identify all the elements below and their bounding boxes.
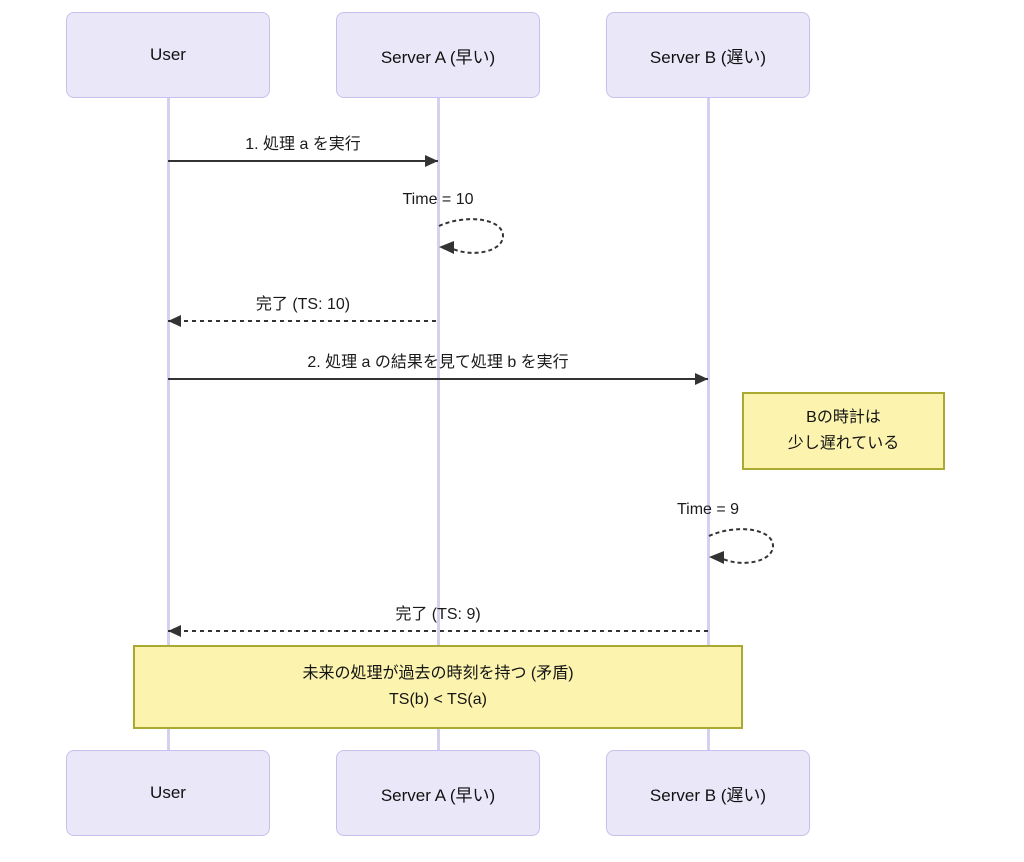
actor-box-user-top: User — [66, 12, 270, 98]
arrowhead-left-icon — [168, 315, 181, 327]
message-3-arrow — [168, 373, 708, 385]
arrowhead-left-icon — [439, 241, 454, 254]
arrowhead-right-icon — [695, 373, 708, 385]
actor-box-server-a-top: Server A (早い) — [336, 12, 540, 98]
actor-box-server-b-bottom: Server B (遅い) — [606, 750, 810, 836]
message-1-label: 1. 処理 a を実行 — [245, 136, 361, 153]
actor-label-server-b: Server B (遅い) — [649, 785, 767, 805]
lifeline-server-b — [707, 98, 710, 750]
note-contradiction: 未来の処理が過去の時刻を持つ (矛盾) TS(b) < TS(a) — [133, 645, 743, 729]
self-loop-arrow-server-a — [438, 218, 505, 254]
self-message-time-9-label: Time = 9 — [676, 501, 740, 518]
message-4-label: 完了 (TS: 9) — [395, 606, 481, 623]
message-4-arrow — [168, 625, 708, 637]
lifeline-server-a — [437, 98, 440, 750]
actor-label-user: User — [150, 45, 186, 64]
arrowhead-right-icon — [425, 155, 438, 167]
message-2: 完了 (TS: 10) — [168, 294, 438, 327]
actor-label-server-a: Server A (早い) — [380, 47, 496, 67]
note-contradiction-line-2: TS(b) < TS(a) — [389, 691, 487, 708]
actor-box-user-bottom: User — [66, 750, 270, 836]
arrowhead-left-icon — [168, 625, 181, 637]
message-1-arrow — [168, 155, 438, 167]
actor-label-server-b: Server B (遅い) — [649, 47, 767, 67]
message-1: 1. 処理 a を実行 — [168, 134, 438, 167]
arrowhead-left-icon — [709, 551, 724, 564]
message-4: 完了 (TS: 9) — [168, 604, 708, 637]
note-clock-behind-line-2: 少し遅れている — [787, 435, 900, 452]
message-3-label: 2. 処理 a の結果を見て処理 b を実行 — [307, 354, 569, 371]
self-message-time-10-label: Time = 10 — [402, 191, 474, 208]
note-clock-behind-line-1: Bの時計は — [806, 409, 881, 426]
actor-label-user: User — [150, 783, 186, 802]
actor-box-server-b-top: Server B (遅い) — [606, 12, 810, 98]
message-2-arrow — [168, 315, 438, 327]
actor-label-server-a: Server A (早い) — [380, 785, 496, 805]
note-clock-behind: Bの時計は 少し遅れている — [742, 392, 945, 470]
message-2-label: 完了 (TS: 10) — [255, 296, 351, 313]
message-3: 2. 処理 a の結果を見て処理 b を実行 — [168, 352, 708, 385]
self-loop-arrow-server-b — [708, 528, 775, 564]
lifeline-user — [167, 98, 170, 750]
note-contradiction-line-1: 未来の処理が過去の時刻を持つ (矛盾) — [302, 665, 574, 682]
actor-box-server-a-bottom: Server A (早い) — [336, 750, 540, 836]
